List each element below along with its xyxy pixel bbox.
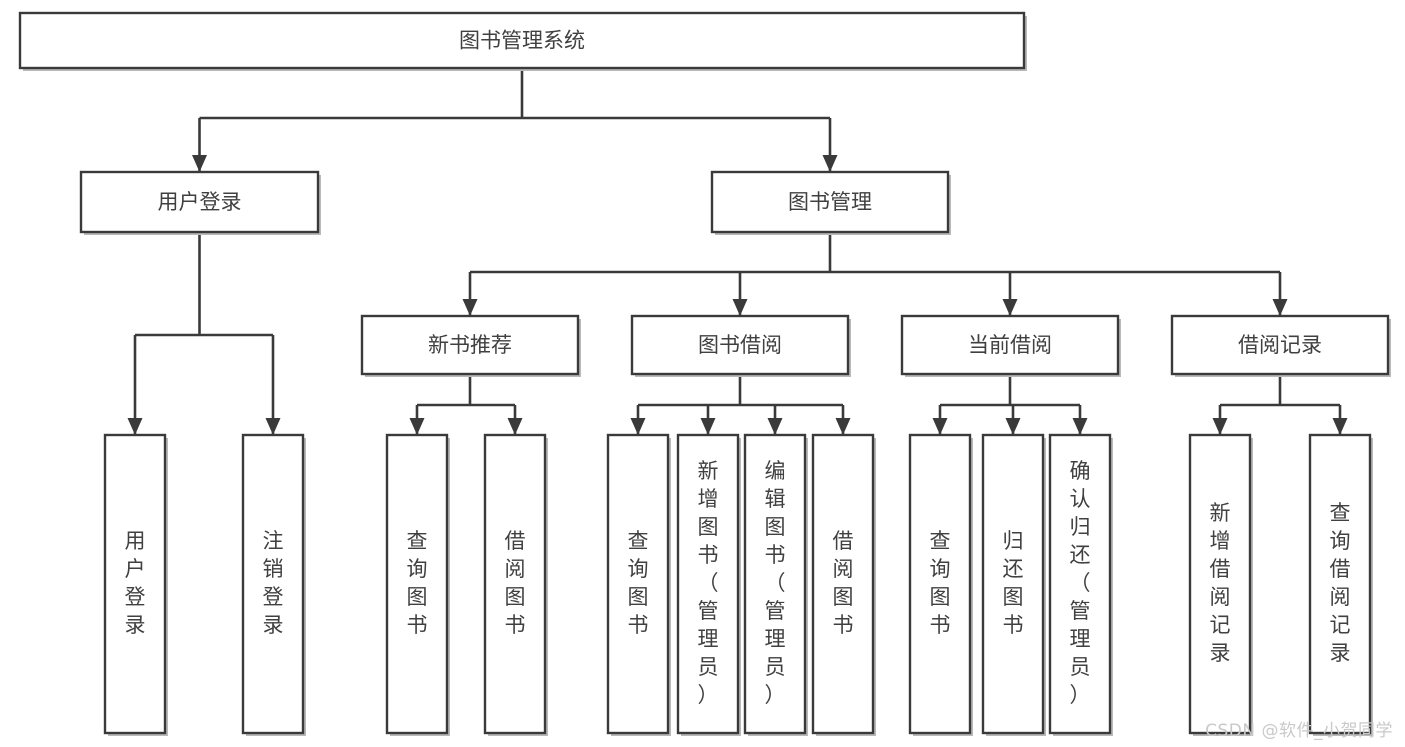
node-user-login[interactable]: 用户登录 [79,170,321,235]
node-label: 新书推荐 [428,333,512,357]
node-borrow-record[interactable]: 借阅记录 [1170,314,1391,377]
node-label: 查询图书 [628,529,649,637]
connector-group [932,374,1088,435]
node-label: 查询图书 [930,529,951,637]
node-leaf-return-book[interactable]: 归还图书 [981,433,1046,736]
node-label: 借阅记录 [1238,333,1322,357]
node-current-borrow[interactable]: 当前借阅 [900,314,1121,377]
connector-layer [127,68,1348,435]
node-label: 图书管理系统 [459,29,585,53]
node-book-borrow[interactable]: 图书借阅 [630,314,851,377]
node-label: 新增图书（管理员） [698,459,719,707]
node-label: 注销登录 [263,529,284,637]
node-label: 编辑图书（管理员） [765,459,786,707]
node-label: 确认归还（管理员） [1070,459,1091,707]
watermark-label: CSDN @软件_小贺同学 [1205,721,1393,741]
connector-group [192,68,838,172]
node-label: 查询借阅记录 [1330,501,1351,665]
node-book-manage[interactable]: 图书管理 [710,170,951,235]
node-label: 图书借阅 [698,333,782,357]
node-leaf-borrow-book-bb[interactable]: 借阅图书 [811,433,876,736]
node-label: 借阅图书 [505,529,526,637]
node-leaf-confirm-return[interactable]: 确认归还（管理员） [1048,433,1113,736]
node-label: 用户登录 [125,529,146,637]
connector-group [630,374,851,435]
node-leaf-user-logout[interactable]: 注销登录 [241,433,306,736]
node-new-book-rec[interactable]: 新书推荐 [360,314,581,377]
node-label: 查询图书 [407,529,428,637]
node-leaf-query-record[interactable]: 查询借阅记录 [1308,433,1373,736]
node-label: 新增借阅记录 [1210,501,1231,665]
node-label: 借阅图书 [833,529,854,637]
node-root-root[interactable]: 图书管理系统 [18,11,1027,71]
node-leaf-query-book-cb[interactable]: 查询图书 [908,433,973,736]
node-leaf-query-book-rec[interactable]: 查询图书 [385,433,450,736]
node-label: 当前借阅 [968,333,1052,357]
node-leaf-add-book[interactable]: 新增图书（管理员） [676,433,741,736]
connector-group [1212,374,1348,435]
node-leaf-edit-book[interactable]: 编辑图书（管理员） [743,433,808,736]
node-leaf-user-login[interactable]: 用户登录 [103,433,168,736]
connector-group [409,374,523,435]
node-leaf-borrow-book-rec[interactable]: 借阅图书 [483,433,548,736]
connector-group [127,232,281,435]
node-leaf-query-book-bb[interactable]: 查询图书 [606,433,671,736]
node-label: 用户登录 [158,190,242,214]
connector-group [462,232,1288,316]
node-label: 归还图书 [1003,529,1024,637]
node-leaf-add-record[interactable]: 新增借阅记录 [1188,433,1253,736]
node-label: 图书管理 [788,190,872,214]
node-layer: 图书管理系统用户登录图书管理新书推荐图书借阅当前借阅借阅记录用户登录注销登录查询… [18,11,1391,736]
